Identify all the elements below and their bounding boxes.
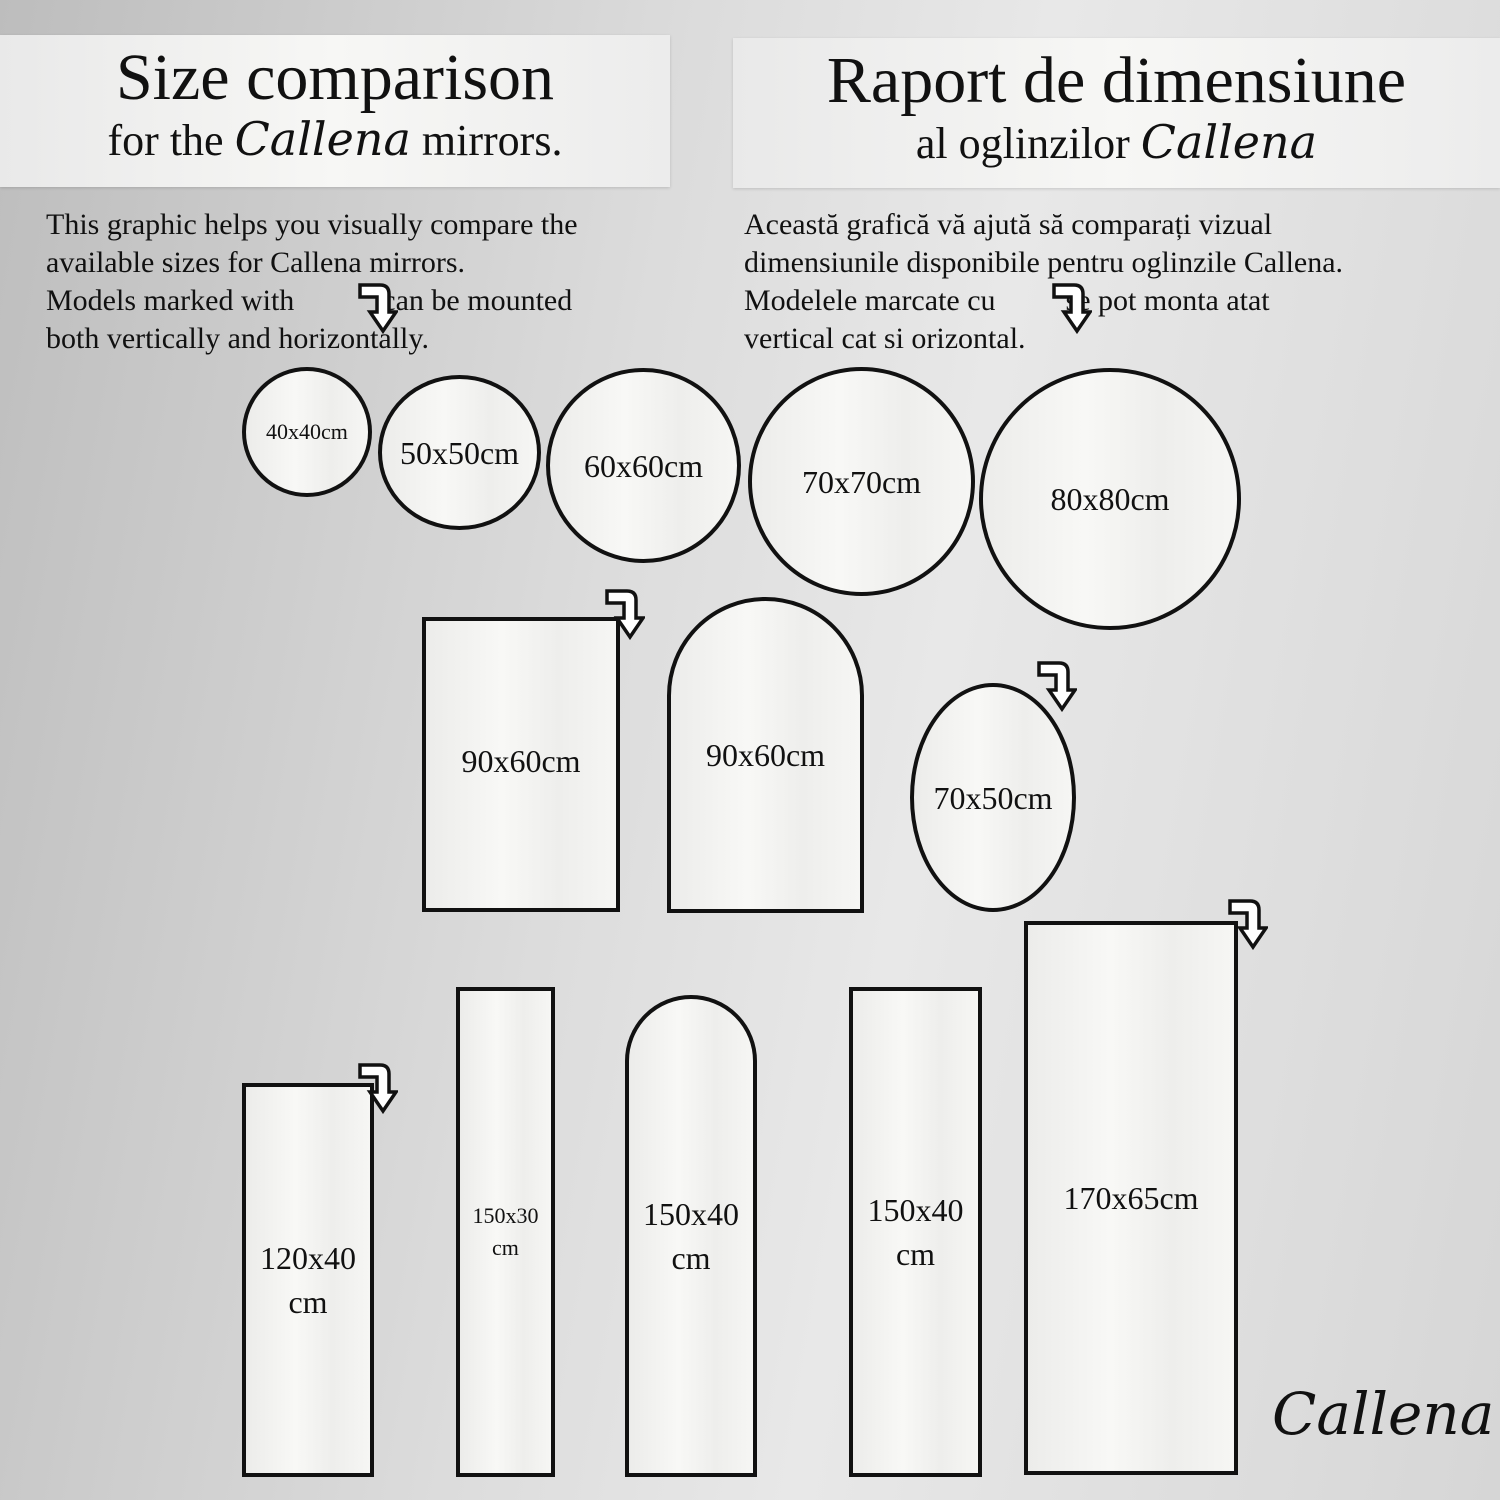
size-label: 150x30 cm (472, 1203, 539, 1260)
mirror-arch-150x40: 150x40 cm (625, 995, 757, 1477)
text-line: vertical cat si orizontal. (744, 322, 1026, 355)
mirror-oval-70x50: 70x50cm (910, 683, 1076, 912)
size-label: 80x80cm (1050, 481, 1170, 517)
mirror-rect-150x40: 150x40 cm (849, 987, 982, 1477)
size-label: 60x60cm (583, 447, 704, 484)
brand-script: Callena (234, 112, 411, 166)
rotate-arrow-icon (1037, 660, 1077, 712)
title-english: Size comparison (115, 41, 555, 114)
text-line: can be mounted (382, 284, 573, 317)
title-romanian: Raport de dimensiune (826, 44, 1407, 117)
header-english: Size comparison for the Callena mirrors. (0, 35, 670, 187)
size-label: 90x60cm (461, 743, 581, 779)
size-label: 70x70cm (801, 463, 922, 500)
size-label: 40x40cm (266, 419, 348, 444)
rotate-arrow-icon (605, 588, 645, 640)
mirror-rect-170x65: 170x65cm (1024, 921, 1238, 1475)
text-line: se pot monta atat (1065, 284, 1270, 317)
subtitle-pre-ro: al oglinzilor (915, 119, 1130, 168)
mirror-round-40x40: 40x40cm (242, 367, 372, 497)
header-romanian: Raport de dimensiune al oglinzilor Calle… (733, 38, 1500, 188)
subtitle-post: mirrors. (421, 116, 563, 165)
description-romanian: Această grafică vă ajută să comparați vi… (744, 206, 1343, 358)
mirror-round-80x80: 80x80cm (979, 368, 1241, 630)
size-label: 170x65cm (1063, 1180, 1199, 1216)
text-line: Această grafică vă ajută să comparați vi… (744, 208, 1273, 241)
text-line: both vertically and horizontally. (46, 322, 429, 355)
text-line: Models marked with (46, 284, 295, 317)
rotate-arrow-icon (358, 1062, 398, 1114)
description-english: This graphic helps you visually compare … (46, 206, 578, 358)
size-label: 150x40 cm (643, 1196, 739, 1276)
text-line: Modelele marcate cu (744, 284, 996, 317)
rotate-arrow-icon (358, 282, 398, 334)
brand-logo: Callena (1272, 1380, 1495, 1448)
mirror-round-70x70: 70x70cm (748, 367, 975, 596)
mirror-rect-120x40: 120x40 cm (242, 1083, 374, 1477)
size-label: 90x60cm (705, 737, 826, 773)
mirror-round-60x60: 60x60cm (546, 368, 741, 563)
text-line: dimensiunile disponibile pentru oglinzil… (744, 246, 1344, 279)
mirror-rect-90x60: 90x60cm (422, 617, 620, 912)
size-label: 70x50cm (933, 779, 1053, 816)
size-label: 120x40 cm (260, 1240, 356, 1320)
mirror-rect-150x30: 150x30 cm (456, 987, 555, 1477)
rotate-arrow-icon (1228, 898, 1268, 950)
rotate-arrow-icon (1052, 282, 1092, 334)
text-line: available sizes for Callena mirrors. (46, 246, 466, 279)
text-line: This graphic helps you visually compare … (46, 208, 578, 241)
subtitle-pre: for the (107, 116, 224, 165)
mirror-round-50x50: 50x50cm (378, 375, 541, 530)
mirror-arch-90x60: 90x60cm (667, 597, 864, 913)
brand-script-ro: Callena (1140, 115, 1318, 169)
size-label: 50x50cm (399, 434, 520, 471)
size-label: 150x40 cm (867, 1192, 964, 1272)
